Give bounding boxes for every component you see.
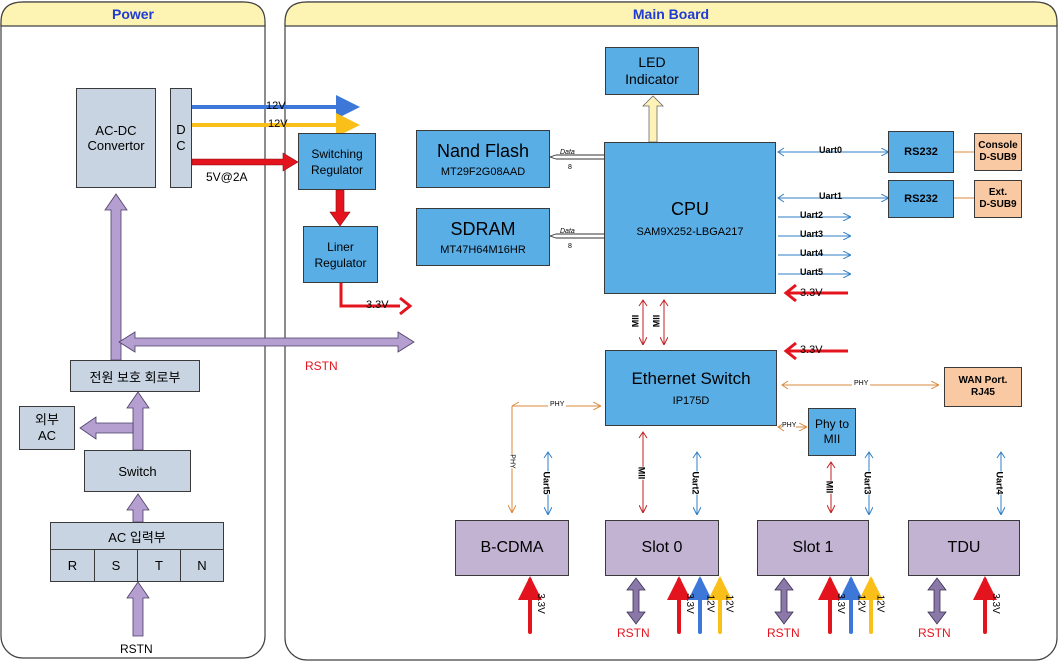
label-3v3-cpu: 3.3V: [800, 287, 823, 299]
label-tdu-33: 3.3V: [989, 593, 1001, 614]
label-slot0-12b: 12V: [723, 594, 735, 613]
rs232-block-console: RS232: [888, 131, 954, 173]
ext-dsub9-block: Ext. D-SUB9: [974, 180, 1022, 218]
sdram-title: SDRAM: [450, 218, 516, 239]
regulator-arrows: [329, 189, 413, 316]
sdram-block: SDRAM MT47H64M16HR: [416, 208, 550, 266]
phase-n: N: [197, 558, 207, 573]
dc-output-lines: [191, 95, 360, 172]
switching-regulator-block: Switching Regulator: [298, 133, 376, 190]
label-uart3: Uart3: [800, 229, 824, 239]
label-rstn-slot1: RSTN: [767, 626, 800, 640]
phase-s: S: [95, 550, 138, 581]
dc-letter-c: C: [176, 138, 186, 153]
acdc-convertor-block: AC-DC Convertor: [76, 88, 156, 188]
sdram-part: MT47H64M16HR: [440, 243, 526, 256]
label-rstn-power: RSTN: [120, 642, 153, 656]
cpu-block: CPU SAM9X252-LBGA217: [604, 142, 776, 294]
slot1-block: Slot 1: [757, 520, 869, 576]
label-slot1-33: 3.3V: [834, 593, 846, 614]
label-slot1-12b: 12V: [874, 594, 886, 613]
label-phy-mii: PHY: [782, 422, 797, 429]
label-mii-slot1: MII: [824, 480, 835, 494]
uart-lines: [777, 147, 974, 274]
rs232-block-ext: RS232: [888, 180, 954, 218]
phase-r: R: [51, 550, 95, 581]
label-phy-wan: PHY: [852, 380, 871, 387]
led-indicator-block: LED Indicator: [605, 47, 699, 95]
wan-port-block: WAN Port. RJ45: [944, 367, 1022, 407]
cpu-eth-power: [783, 283, 848, 361]
label-mii-left: MII: [630, 314, 641, 328]
ac-input-block: AC 입력부 R S T N: [50, 522, 224, 582]
label-phy-bcdma-vertical: PHY: [508, 454, 516, 469]
main-board-panel-title: Main Board: [632, 6, 710, 22]
bcdma-block: B-CDMA: [455, 520, 569, 576]
slot0-block: Slot 0: [605, 520, 719, 576]
ethernet-switch-block: Ethernet Switch IP175D: [605, 350, 777, 426]
label-uart2: Uart2: [800, 210, 824, 220]
power-flow-arrows: [79, 193, 415, 637]
label-rstn-main: RSTN: [305, 359, 338, 373]
bottom-power-arrows: [518, 576, 997, 634]
slot-uart-lines: [543, 451, 1006, 514]
tdu-block: TDU: [908, 520, 1020, 576]
label-3v3-liner: 3.3V: [366, 299, 389, 311]
cpu-part: SAM9X252-LBGA217: [636, 225, 744, 238]
label-slot0-33: 3.3V: [683, 593, 695, 614]
label-slot1-12a: 12V: [855, 594, 867, 613]
dc-letter-d: D: [176, 122, 186, 137]
nand-flash-part: MT29F2G08AAD: [440, 165, 526, 178]
console-dsub9-block: Console D-SUB9: [974, 133, 1022, 171]
label-uart4: Uart4: [800, 248, 824, 258]
label-width-sdram: 8: [568, 243, 572, 250]
label-rstn-tdu: RSTN: [918, 626, 951, 640]
label-uart5-slot: Uart5: [541, 471, 552, 495]
switch-block: Switch: [84, 450, 191, 492]
nand-flash-title: Nand Flash: [436, 140, 530, 161]
label-rstn-slot0: RSTN: [617, 626, 650, 640]
cpu-title: CPU: [670, 198, 709, 219]
label-uart3-slot: Uart3: [862, 471, 873, 495]
label-mii-slot0: MII: [636, 466, 647, 480]
label-5v-2a: 5V@2A: [206, 170, 248, 184]
dc-block: D C: [170, 88, 192, 188]
ac-input-title: AC 입력부: [51, 523, 223, 550]
label-width-nand: 8: [568, 164, 572, 171]
label-phy-bcdma: PHY: [548, 401, 567, 408]
label-uart4-slot: Uart4: [994, 471, 1005, 495]
label-slot0-12a: 12V: [704, 594, 716, 613]
phase-t: T: [138, 550, 181, 581]
label-uart5: Uart5: [800, 267, 824, 277]
label-uart1: Uart1: [819, 191, 843, 201]
label-12v-blue: 12V: [266, 100, 286, 112]
external-ac-block: 외부 AC: [19, 406, 75, 450]
label-bcdma-33: 3.3V: [534, 593, 546, 614]
liner-regulator-block: Liner Regulator: [303, 226, 378, 283]
bottom-rstn-arrows: [626, 577, 947, 625]
nand-flash-block: Nand Flash MT29F2G08AAD: [416, 130, 550, 188]
label-uart0: Uart0: [819, 145, 843, 155]
label-12v-yellow: 12V: [268, 118, 288, 130]
ethernet-switch-part: IP175D: [672, 395, 710, 407]
power-panel-title: Power: [111, 6, 154, 22]
label-mii-right: MII: [651, 314, 662, 328]
label-3v3-eth: 3.3V: [800, 344, 823, 356]
label-uart2-slot: Uart2: [690, 471, 701, 495]
ethernet-switch-title: Ethernet Switch: [631, 369, 751, 388]
label-data-nand: Data: [560, 149, 575, 156]
phy-to-mii-block: Phy to MII: [808, 408, 856, 456]
power-panel: [0, 1, 266, 659]
phase-row: R S T N: [51, 550, 223, 581]
cpu-led-arrow: [642, 95, 664, 143]
label-data-sdram: Data: [560, 228, 575, 235]
power-protection-block: 전원 보호 회로부: [70, 360, 200, 392]
